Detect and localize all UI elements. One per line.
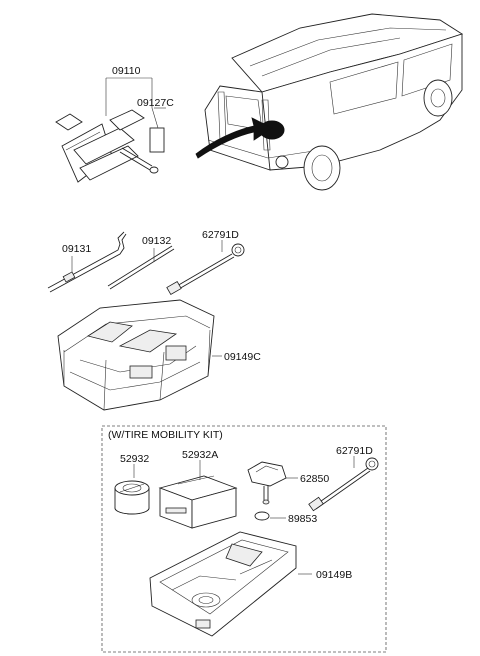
label-09127C: 09127C bbox=[137, 97, 174, 109]
kit-eye-bolt-illustration bbox=[308, 457, 379, 512]
label-09132: 09132 bbox=[142, 235, 171, 247]
label-52932: 52932 bbox=[120, 453, 149, 465]
label-62850: 62850 bbox=[300, 473, 329, 485]
sealant-canister-illustration bbox=[114, 480, 150, 515]
valve-cap-illustration bbox=[247, 461, 287, 505]
label-09131: 09131 bbox=[62, 243, 91, 255]
label-09149C: 09149C bbox=[224, 351, 261, 363]
kit-tray-illustration bbox=[149, 531, 297, 637]
label-09110: 09110 bbox=[112, 65, 141, 77]
label-52932A: 52932A bbox=[182, 449, 218, 461]
location-arrow-icon bbox=[195, 117, 273, 159]
tire-mobility-kit-group bbox=[101, 425, 387, 653]
kit-title: (W/TIRE MOBILITY KIT) bbox=[108, 429, 223, 441]
jack-illustration bbox=[55, 109, 165, 183]
label-09149B: 09149B bbox=[316, 569, 352, 581]
compressor-box-illustration bbox=[158, 475, 238, 529]
label-62791D-kit: 62791D bbox=[336, 445, 373, 457]
label-62791D-top: 62791D bbox=[202, 229, 239, 241]
o-ring-illustration bbox=[254, 511, 270, 521]
vehicle-illustration bbox=[195, 13, 464, 191]
label-89853: 89853 bbox=[288, 513, 317, 525]
tools-illustration bbox=[47, 231, 245, 296]
tool-tray-illustration bbox=[57, 299, 215, 411]
